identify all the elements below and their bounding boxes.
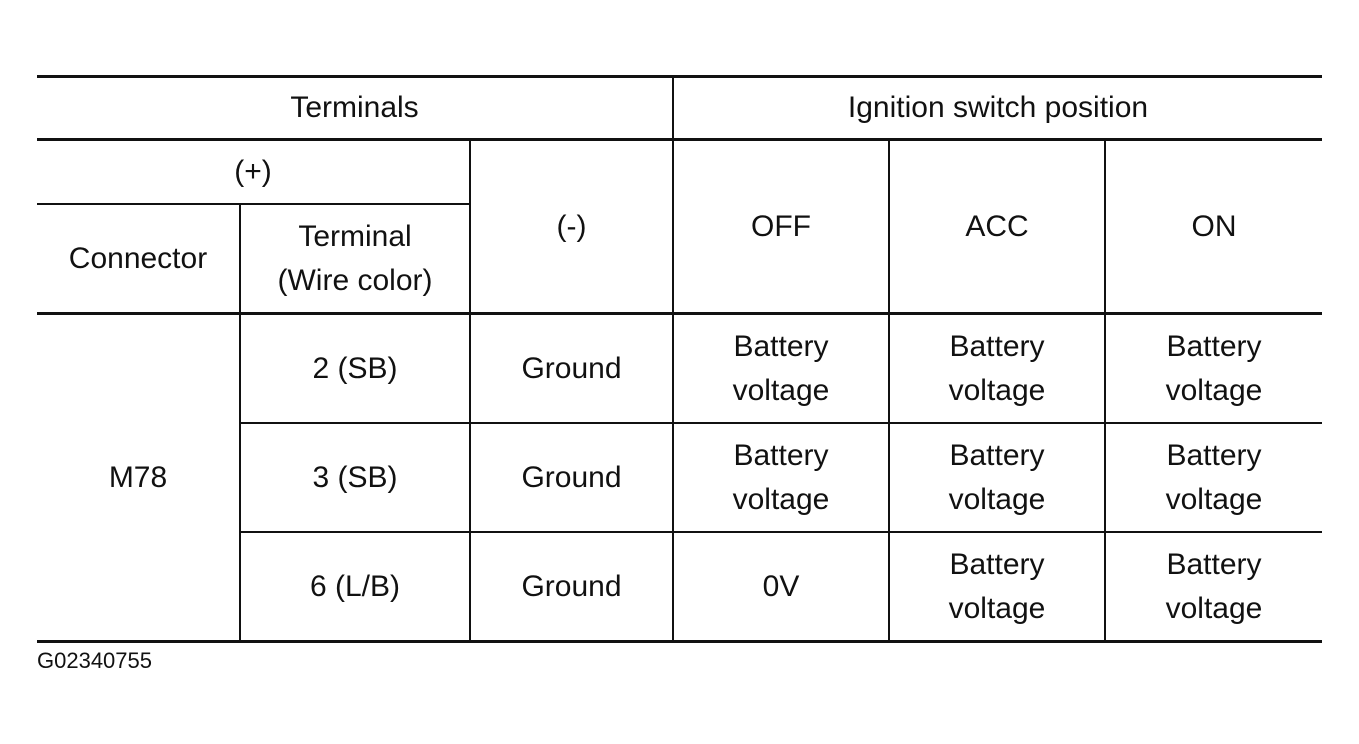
on-line1: Battery: [1166, 547, 1262, 581]
terminal-voltage-table-container: Terminals Ignition switch position (+) (…: [37, 75, 1322, 643]
acc-cell: Battery voltage: [888, 532, 1105, 643]
off-cell: Battery voltage: [672, 423, 889, 533]
on-line2: voltage: [1165, 482, 1263, 516]
terminal-cell: 2 (SB): [239, 313, 470, 424]
terminal-cell: 3 (SB): [239, 423, 470, 533]
terminal-voltage-table: Terminals Ignition switch position (+) (…: [37, 75, 1322, 643]
off-line1: Battery: [733, 329, 829, 363]
on-line1: Battery: [1166, 438, 1262, 472]
table-row: 3 (SB) Ground Battery voltage Battery vo…: [37, 423, 1322, 533]
off-cell: Battery voltage: [672, 313, 889, 424]
on-cell: Battery voltage: [1104, 313, 1322, 424]
on-line2: voltage: [1165, 373, 1263, 407]
terminal-cell: 6 (L/B): [239, 532, 470, 643]
acc-line2: voltage: [948, 482, 1046, 516]
on-line1: Battery: [1166, 329, 1262, 363]
table-row: M78 2 (SB) Ground Battery voltage Batter…: [37, 313, 1322, 643]
acc-line2: voltage: [948, 373, 1046, 407]
ignition-switch-position-header: Ignition switch position: [672, 75, 1322, 141]
terminal-header: Terminal (Wire color): [239, 204, 470, 315]
off-line1: Battery: [733, 438, 829, 472]
acc-cell: Battery voltage: [888, 313, 1105, 424]
on-line2: voltage: [1165, 591, 1263, 625]
acc-line1: Battery: [949, 329, 1045, 363]
on-cell: Battery voltage: [1104, 423, 1322, 533]
acc-header: ACC: [888, 139, 1105, 315]
off-cell: 0V: [672, 532, 889, 643]
terminal-header-line2: (Wire color): [277, 263, 433, 297]
ground-cell: Ground: [469, 423, 673, 533]
header-row-sub: Connector Terminal (Wire color): [37, 204, 1322, 315]
acc-cell: Battery voltage: [888, 423, 1105, 533]
on-header: ON: [1104, 139, 1322, 315]
ground-cell: Ground: [469, 313, 673, 424]
terminals-header: Terminals: [37, 75, 673, 141]
connector-header: Connector: [37, 204, 240, 315]
ground-cell: Ground: [469, 532, 673, 643]
off-line2: voltage: [732, 482, 830, 516]
off-header: OFF: [672, 139, 889, 315]
acc-line2: voltage: [948, 591, 1046, 625]
table-row: 6 (L/B) Ground 0V Battery voltage Batter…: [37, 532, 1322, 643]
negative-header: (-): [469, 139, 673, 315]
acc-line1: Battery: [949, 438, 1045, 472]
figure-code: G02340755: [37, 648, 152, 673]
positive-header: (+): [37, 139, 470, 205]
header-row-plus: (+) (-) OFF ACC ON: [37, 139, 1322, 315]
off-line2: voltage: [732, 373, 830, 407]
on-cell: Battery voltage: [1104, 532, 1322, 643]
acc-line1: Battery: [949, 547, 1045, 581]
connector-cell: M78: [37, 313, 240, 643]
header-row-top: Terminals Ignition switch position: [37, 75, 1322, 141]
terminal-header-line1: Terminal: [298, 219, 412, 253]
